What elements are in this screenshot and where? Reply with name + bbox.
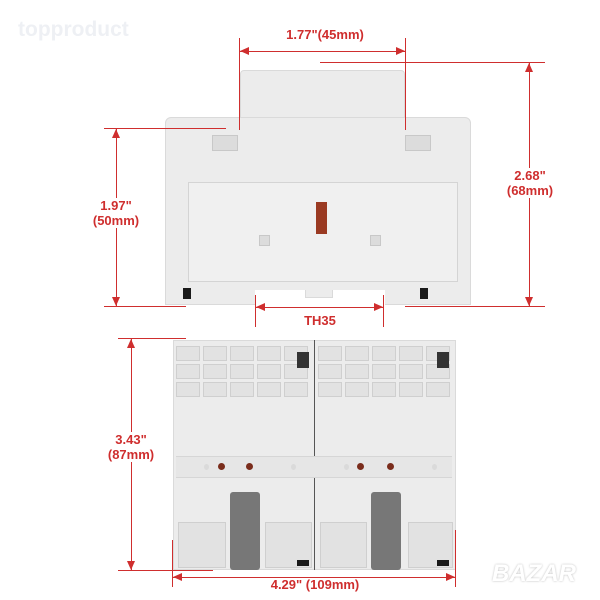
socket-left <box>259 235 270 246</box>
ext-line-depth-top <box>118 338 186 339</box>
grid-cell <box>426 382 450 397</box>
grid-cell <box>318 346 342 361</box>
watermark-bazar: BAZAR <box>492 560 576 587</box>
label-total-height-mm: (68mm) <box>506 183 554 198</box>
dimension-line-rail <box>256 307 383 308</box>
terminal-bay <box>320 522 367 568</box>
arrow-up-icon <box>112 129 120 138</box>
label-depth-mm: (87mm) <box>107 447 155 462</box>
grid-cell <box>176 346 200 361</box>
ext-line-rail-left <box>255 295 256 327</box>
arrow-up-icon <box>127 339 135 348</box>
rivet <box>246 463 253 470</box>
grid-cell <box>230 382 254 397</box>
label-depth: 3.43" (87mm) <box>100 432 162 462</box>
terminal-bay <box>178 522 226 568</box>
rail-notch <box>255 290 385 307</box>
arrow-left-icon <box>256 303 265 311</box>
ext-line-rail-right <box>383 295 384 327</box>
ext-line-width-right <box>455 530 456 587</box>
foot-left <box>183 288 191 299</box>
ext-line-total-bottom <box>405 306 545 307</box>
grid-cell <box>284 382 308 397</box>
grid-cell <box>203 346 227 361</box>
label-rail: TH35 <box>304 313 336 328</box>
label-width: 4.29" (109mm) <box>270 577 360 592</box>
ext-line-body-bottom <box>104 306 186 307</box>
rivet <box>387 463 394 470</box>
hole <box>432 464 437 470</box>
arrow-down-icon <box>525 297 533 306</box>
label-body-height: 1.97" (50mm) <box>85 198 147 228</box>
grid-cell <box>345 364 369 379</box>
grid-cell <box>230 346 254 361</box>
grid-cell <box>203 364 227 379</box>
arrow-down-icon <box>112 297 120 306</box>
socket-right <box>370 235 381 246</box>
terminal <box>297 560 309 566</box>
grid-cell <box>176 364 200 379</box>
watermark-topproduct: topproduct <box>18 18 129 41</box>
grid-cell <box>345 382 369 397</box>
grid-cell <box>318 364 342 379</box>
module-divider <box>314 340 315 570</box>
label-body-height-in: 1.97" <box>100 198 132 213</box>
rivet <box>218 463 225 470</box>
grid-cell <box>399 364 423 379</box>
grid-cell <box>176 382 200 397</box>
grid-cell <box>257 346 281 361</box>
ext-line-top-right <box>405 38 406 130</box>
dimension-line-width <box>173 577 455 578</box>
grid-cell <box>372 382 396 397</box>
grid-cell <box>203 382 227 397</box>
label-total-height: 2.68" (68mm) <box>500 168 560 198</box>
grid-right <box>318 346 452 400</box>
label-body-height-mm: (50mm) <box>92 213 140 228</box>
indicator-slot <box>316 202 327 234</box>
vent-left <box>212 135 238 151</box>
vent-right <box>405 135 431 151</box>
ext-line-total-top <box>320 62 545 63</box>
din-clip-right <box>371 492 401 570</box>
ext-line-top-left <box>239 38 240 130</box>
arrow-up-icon <box>525 63 533 72</box>
arrow-left-icon <box>173 573 182 581</box>
grid-left <box>176 346 310 400</box>
label-top-width: 1.77"(45mm) <box>286 27 364 42</box>
arrow-right-icon <box>374 303 383 311</box>
arrow-left-icon <box>240 47 249 55</box>
grid-cell <box>399 382 423 397</box>
hole <box>291 464 296 470</box>
terminal-bay <box>408 522 453 568</box>
grid-cell <box>318 382 342 397</box>
grid-cell <box>372 346 396 361</box>
din-clip-left <box>230 492 260 570</box>
label-depth-in: 3.43" <box>115 432 147 447</box>
arrow-right-icon <box>446 573 455 581</box>
ext-line-body-top <box>104 128 226 129</box>
ext-line-width-left <box>172 540 173 587</box>
arrow-right-icon <box>396 47 405 55</box>
rail-tab <box>305 290 333 298</box>
terminal <box>437 560 449 566</box>
hole <box>204 464 209 470</box>
terminal <box>297 352 309 368</box>
label-total-height-in: 2.68" <box>514 168 546 183</box>
grid-cell <box>345 346 369 361</box>
arrow-down-icon <box>127 561 135 570</box>
hole <box>344 464 349 470</box>
rivet <box>357 463 364 470</box>
grid-cell <box>230 364 254 379</box>
grid-cell <box>257 364 281 379</box>
dot-strip <box>176 456 452 478</box>
ext-line-depth-bottom <box>118 570 213 571</box>
grid-cell <box>257 382 281 397</box>
grid-cell <box>399 346 423 361</box>
foot-right <box>420 288 428 299</box>
terminal <box>437 352 449 368</box>
dimension-line-top-width <box>240 51 405 52</box>
grid-cell <box>372 364 396 379</box>
